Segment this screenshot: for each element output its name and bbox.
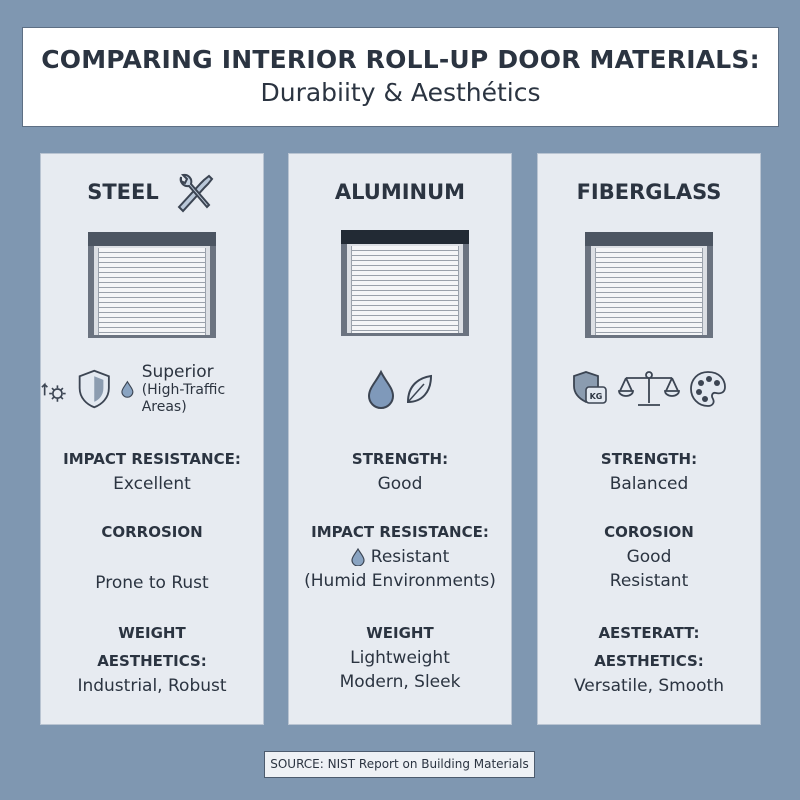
row-label: AESTERATT: bbox=[598, 624, 700, 642]
aluminum-impact-row: IMPACT RESISTANCE: Resistant (Humid Envi… bbox=[289, 523, 511, 591]
aluminum-door-image bbox=[341, 230, 469, 336]
droplet-icon bbox=[351, 548, 365, 566]
steel-impact-row: IMPACT RESISTANCE: Excellent bbox=[41, 450, 263, 494]
steel-feature-icons: Superior (High-Traffic Areas) bbox=[41, 354, 263, 424]
fiberglass-aesthetics-row: AESTHETICS: Versatile, Smooth bbox=[538, 652, 760, 696]
title-banner: COMPARING INTERIOR ROLL-UP DOOR MATERIAL… bbox=[22, 27, 779, 127]
fiberglass-header: FIBERGLASS bbox=[538, 174, 760, 210]
row-value: Resistant bbox=[370, 547, 450, 567]
gear-arrow-icon bbox=[41, 382, 66, 402]
row-value: Lightweight bbox=[350, 648, 450, 668]
steel-weight-row: WEIGHT bbox=[41, 624, 263, 642]
page-title: COMPARING INTERIOR ROLL-UP DOOR MATERIAL… bbox=[41, 45, 760, 74]
aluminum-strength-row: STRENGTH: Good bbox=[289, 450, 511, 494]
scale-icon bbox=[618, 371, 680, 406]
palette-icon bbox=[690, 371, 726, 407]
fiberglass-corrosion-row: COROSION Good Resistant bbox=[538, 523, 760, 591]
steel-corrosion-row: CORROSION Prone to Rust bbox=[41, 523, 263, 593]
row-label: IMPACT RESISTANCE: bbox=[311, 523, 489, 541]
fiberglass-door-image bbox=[585, 232, 713, 338]
aluminum-feature-icons bbox=[289, 354, 511, 424]
row-label: AESTHETICS: bbox=[97, 652, 207, 670]
droplet-icon bbox=[367, 369, 395, 409]
page-subtitle: Durabiity & Aesthétics bbox=[260, 78, 541, 107]
row-value: Balanced bbox=[609, 474, 689, 494]
fiberglass-aesteratt-row: AESTERATT: bbox=[538, 624, 760, 642]
superior-label: Superior bbox=[141, 362, 214, 382]
row-value: Prone to Rust bbox=[95, 573, 209, 593]
steel-door-image bbox=[88, 232, 216, 338]
source-note: SOURCE: NIST Report on Building Material… bbox=[264, 751, 535, 778]
row-label: AESTHETICS: bbox=[594, 652, 704, 670]
row-label: WEIGHT bbox=[118, 624, 186, 642]
fiberglass-title: FIBERGLASS bbox=[576, 180, 722, 204]
aluminum-header: ALUMINUM bbox=[289, 174, 511, 210]
row-value: Good bbox=[377, 474, 423, 494]
row-label: WEIGHT bbox=[366, 624, 434, 642]
row-value-line: Resistant bbox=[289, 547, 511, 567]
row-label: CORROSION bbox=[101, 523, 203, 541]
leaf-icon bbox=[406, 374, 433, 404]
steel-superior-note: Superior (High-Traffic Areas) bbox=[142, 362, 263, 416]
row-label: COROSION bbox=[604, 523, 694, 541]
aluminum-column: ALUMINUM STRENGTH: Good IMPACT RESISTANC… bbox=[288, 153, 512, 725]
row-label: STRENGTH: bbox=[600, 450, 698, 468]
fiberglass-column: FIBERGLASS KG STRENGT bbox=[537, 153, 761, 725]
row-label: IMPACT RESISTANCE: bbox=[63, 450, 241, 468]
row-extra: Resistant bbox=[609, 571, 689, 591]
droplet-icon bbox=[121, 380, 134, 398]
aesthetics-value: Modern, Sleek bbox=[339, 672, 461, 692]
shield-icon bbox=[79, 369, 111, 409]
shield-kg-icon: KG bbox=[573, 371, 607, 404]
fiberglass-feature-icons: KG bbox=[538, 354, 760, 424]
superior-sublabel: (High-Traffic Areas) bbox=[141, 382, 226, 416]
fiberglass-strength-row: STRENGTH: Balanced bbox=[538, 450, 760, 494]
steel-column: STEEL Superior (High-Traffic Areas) bbox=[40, 153, 264, 725]
steel-aesthetics-row: AESTHETICS: Industrial, Robust bbox=[41, 652, 263, 696]
row-value: Excellent bbox=[113, 474, 191, 494]
row-value: Versatile, Smooth bbox=[573, 676, 724, 696]
row-value: Industrial, Robust bbox=[77, 676, 227, 696]
row-label: STRENGTH: bbox=[351, 450, 449, 468]
kg-label: KG bbox=[590, 392, 603, 401]
row-extra: (Humid Environments) bbox=[304, 571, 496, 591]
wrench-screwdriver-icon bbox=[177, 173, 214, 213]
aluminum-weight-row: WEIGHT Lightweight Modern, Sleek bbox=[289, 624, 511, 692]
row-value: Good bbox=[626, 547, 672, 567]
steel-title: STEEL bbox=[87, 180, 159, 204]
steel-header: STEEL bbox=[41, 173, 263, 213]
aluminum-title: ALUMINUM bbox=[334, 180, 466, 204]
